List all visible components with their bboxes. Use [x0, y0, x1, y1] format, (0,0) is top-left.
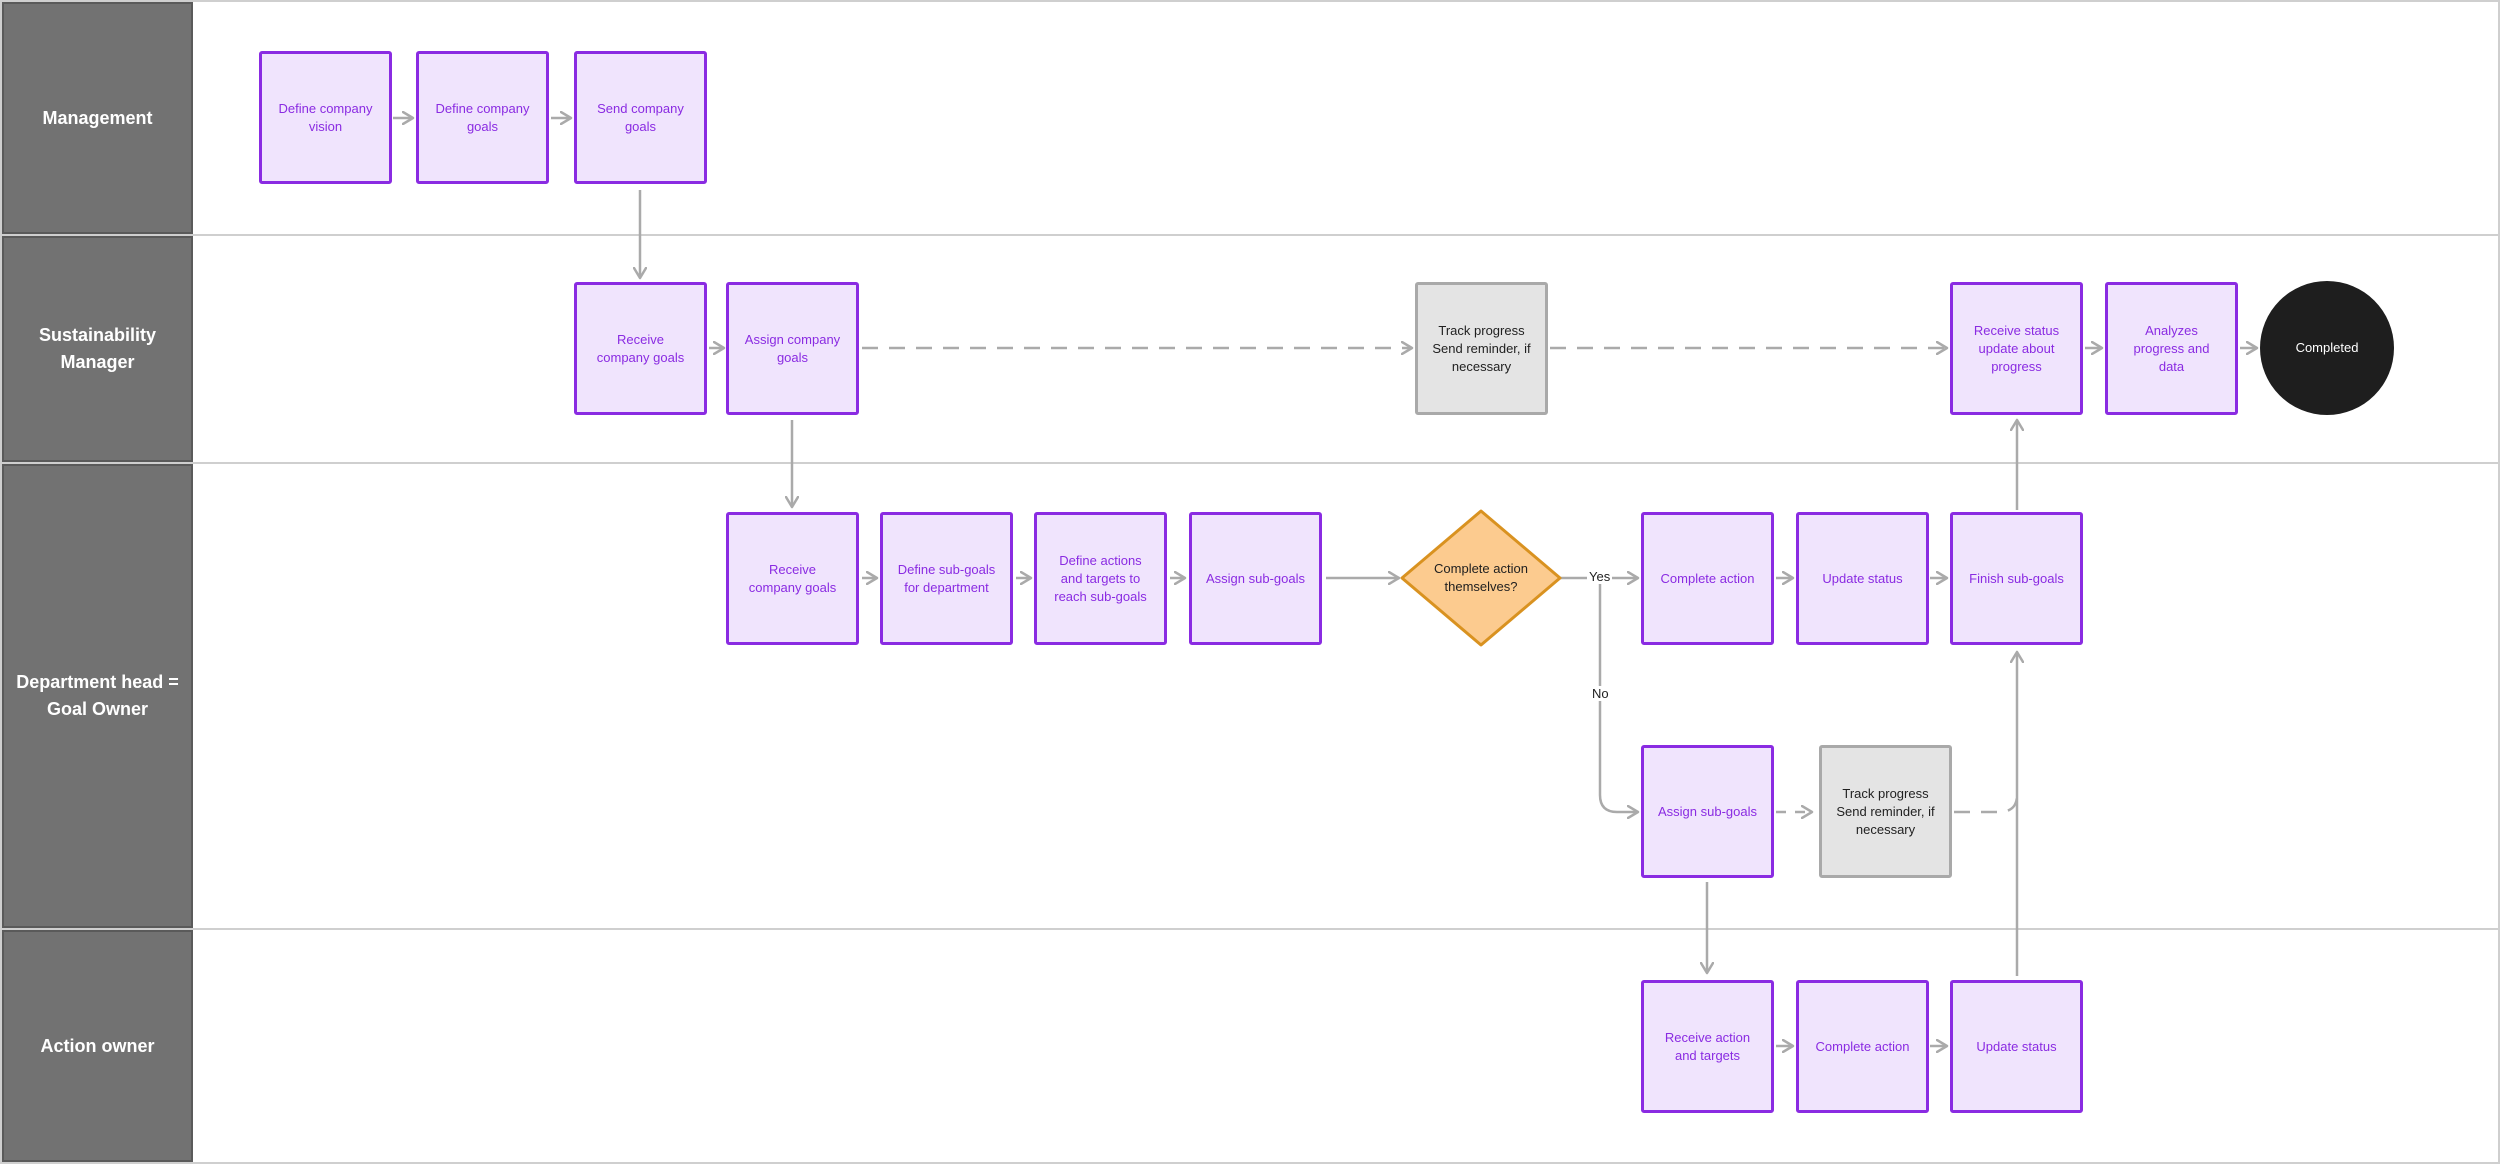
node-dh-receive-company-goals[interactable]: Receive company goals: [726, 512, 859, 645]
node-ao-update-status[interactable]: Update status: [1950, 980, 2083, 1113]
node-sm-receive-company-goals[interactable]: Receive company goals: [574, 282, 707, 415]
edge-label-yes: Yes: [1587, 569, 1613, 584]
decision-label[interactable]: Complete action themselves?: [1434, 561, 1528, 594]
lane-label-department-head: Department head = Goal Owner: [16, 672, 179, 719]
node-dh-finish-sub-goals[interactable]: Finish sub-goals: [1950, 512, 2083, 645]
edge-dh-track-to-finish: [1954, 794, 2019, 814]
node-ao-receive-action-targets[interactable]: Receive action and targets: [1641, 980, 1774, 1113]
node-dh-assign-sub-goals-delegate[interactable]: Assign sub-goals: [1641, 745, 1774, 878]
node-ao-complete-action[interactable]: Complete action: [1796, 980, 1929, 1113]
node-dh-define-sub-goals[interactable]: Define sub-goals for department: [880, 512, 1013, 645]
decision-diamond: [1400, 509, 1562, 647]
node-dh-assign-sub-goals[interactable]: Assign sub-goals: [1189, 512, 1322, 645]
edge-decision-no: [1598, 578, 1638, 812]
node-define-company-goals[interactable]: Define company goals: [416, 51, 549, 184]
node-sm-analyzes-progress[interactable]: Analyzes progress and data: [2105, 282, 2238, 415]
node-define-company-vision[interactable]: Define company vision: [259, 51, 392, 184]
lane-label-management: Management: [42, 107, 153, 128]
node-sm-receive-status-update[interactable]: Receive status update about progress: [1950, 282, 2083, 415]
lane-label-sustainability-manager: Sustainability Manager: [38, 325, 157, 372]
node-dh-track-progress-label: Track progress Send reminder, if necessa…: [1836, 785, 1935, 837]
node-completed-end-event[interactable]: Completed: [2260, 281, 2394, 415]
lane-header-sustainability-manager: Sustainability Manager: [2, 236, 193, 462]
node-sm-track-progress[interactable]: Track progress Send reminder, if necessa…: [1415, 282, 1548, 415]
lane-label-action-owner: Action owner: [40, 1035, 155, 1056]
node-dh-track-progress[interactable]: Track progress Send reminder, if necessa…: [1819, 745, 1952, 878]
lane-header-department-head: Department head = Goal Owner: [2, 464, 193, 928]
node-dh-update-status[interactable]: Update status: [1796, 512, 1929, 645]
lane-header-action-owner: Action owner: [2, 930, 193, 1162]
lane-header-management: Management: [2, 2, 193, 234]
node-sm-track-progress-label: Track progress Send reminder, if necessa…: [1432, 322, 1531, 374]
node-dh-complete-action[interactable]: Complete action: [1641, 512, 1774, 645]
node-dh-define-actions-targets[interactable]: Define actions and targets to reach sub-…: [1034, 512, 1167, 645]
edge-label-no: No: [1590, 686, 1611, 701]
node-sm-assign-company-goals[interactable]: Assign company goals: [726, 282, 859, 415]
lane-action-owner: Action owner: [0, 928, 2500, 1164]
node-send-company-goals[interactable]: Send company goals: [574, 51, 707, 184]
